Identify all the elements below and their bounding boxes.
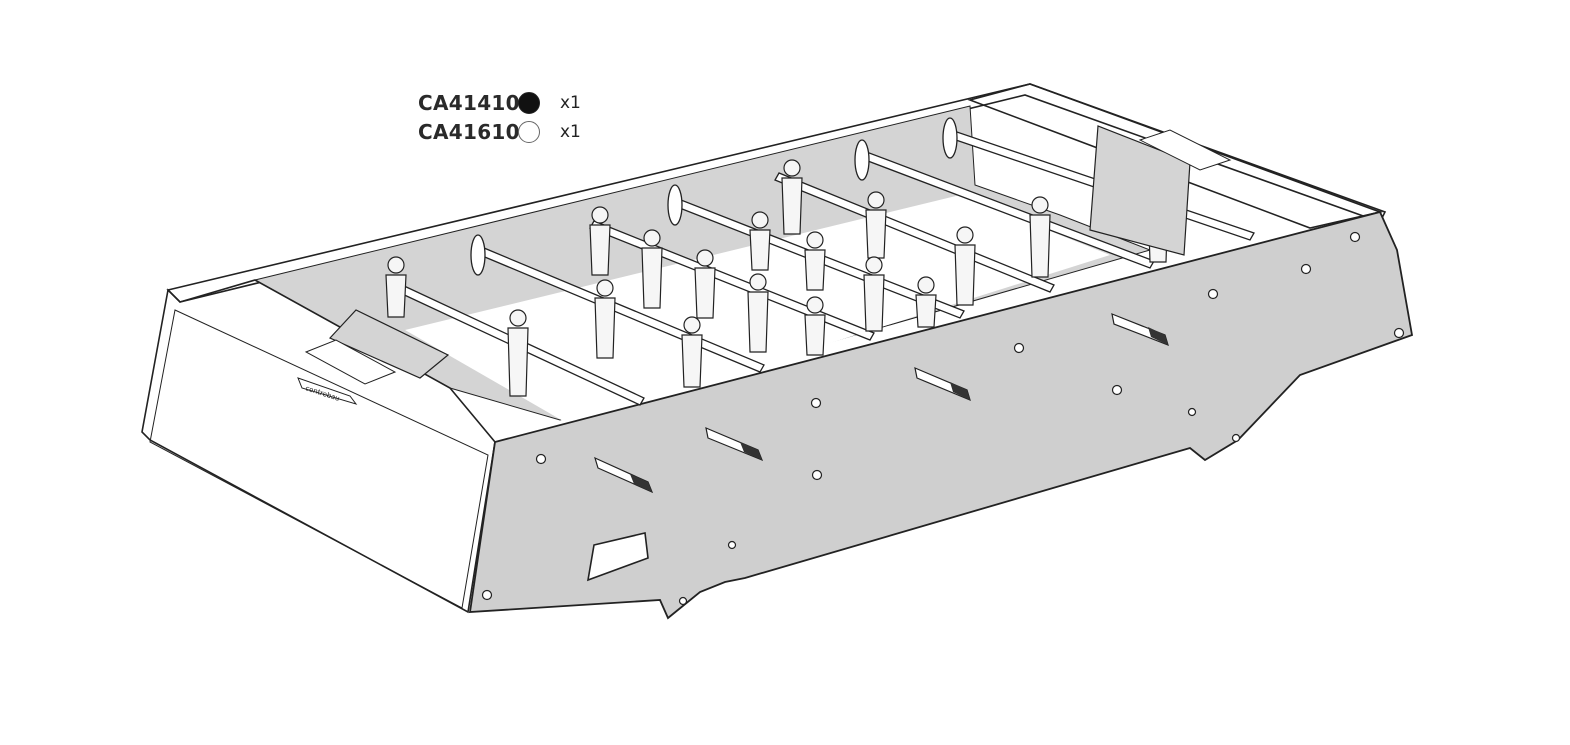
left-goal: [328, 309, 450, 379]
part-quantity: x1: [560, 121, 581, 142]
carry-handle-cutout: [586, 532, 649, 582]
white-ball-icon: [518, 120, 540, 143]
handle-grips: [630, 327, 1168, 492]
panel-bolts: [481, 231, 1405, 606]
player-figures: [385, 159, 1169, 397]
part-code: CA416100: [418, 119, 535, 144]
front-side-panel: [468, 210, 1414, 620]
left-end-panel: [149, 309, 489, 609]
black-ball-icon: [518, 91, 540, 114]
rod-mounts: [470, 117, 958, 276]
part-quantity: x1: [560, 92, 581, 113]
brand-plate: contrebau: [297, 377, 358, 405]
score-counters: [304, 129, 1232, 385]
part-row: CA416100 x1: [418, 117, 581, 146]
part-code: CA414100: [418, 90, 535, 115]
parts-legend: CA414100 x1 CA416100 x1: [418, 88, 581, 146]
part-row: CA414100 x1: [418, 88, 581, 117]
